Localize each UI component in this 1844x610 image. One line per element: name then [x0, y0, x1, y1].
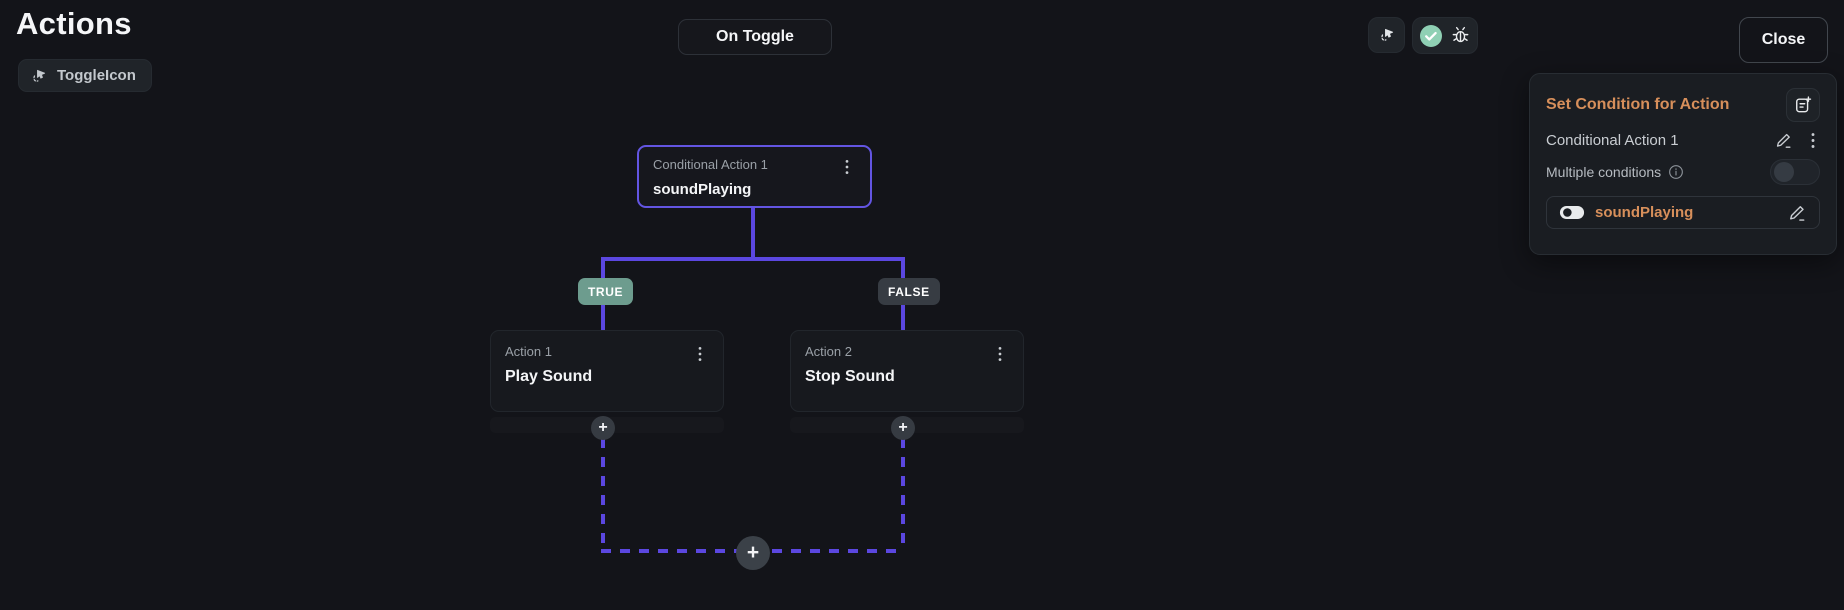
add-action-button-false[interactable]: +: [891, 416, 915, 440]
success-status-icon[interactable]: [1419, 24, 1443, 48]
add-action-button-true[interactable]: +: [591, 416, 615, 440]
node-subtitle: Stop Sound: [805, 368, 895, 385]
multiple-conditions-label: Multiple conditions: [1546, 164, 1662, 180]
multiple-conditions-toggle[interactable]: [1770, 159, 1820, 185]
pointer-mode-button[interactable]: [1368, 17, 1405, 53]
node-title: Conditional Action 1: [653, 157, 768, 172]
bug-icon[interactable]: [1450, 25, 1471, 46]
toggle-knob: [1774, 162, 1794, 182]
action-node-2[interactable]: Action 2 Stop Sound: [790, 330, 1024, 412]
toggle-icon-label: ToggleIcon: [57, 67, 136, 84]
condition-chip-label: soundPlaying: [1595, 204, 1694, 221]
condition-chip[interactable]: soundPlaying: [1546, 196, 1820, 229]
node-menu-button[interactable]: [691, 344, 709, 364]
node-menu-button[interactable]: [991, 344, 1009, 364]
node-subtitle: soundPlaying: [653, 181, 752, 198]
condition-name-label: Conditional Action 1: [1546, 132, 1679, 149]
on-toggle-button[interactable]: On Toggle: [678, 19, 832, 55]
page-title: Actions: [16, 6, 132, 41]
edit-chip-icon[interactable]: [1787, 203, 1807, 223]
add-note-button[interactable]: [1786, 88, 1820, 122]
status-toolbar: [1412, 17, 1478, 54]
connector-root: [751, 207, 755, 259]
connector-merge-left: [601, 438, 605, 550]
panel-title: Set Condition for Action: [1546, 96, 1730, 113]
node-subtitle: Play Sound: [505, 368, 593, 385]
node-menu-button[interactable]: [838, 157, 856, 177]
condition-menu-icon[interactable]: [1806, 132, 1820, 149]
merge-add-button[interactable]: +: [736, 536, 770, 570]
connector-merge-right: [901, 438, 905, 550]
edit-condition-icon[interactable]: [1774, 131, 1793, 150]
false-badge: FALSE: [878, 278, 940, 305]
action-node-1[interactable]: Action 1 Play Sound: [490, 330, 724, 412]
true-badge: TRUE: [578, 278, 634, 305]
toggle-on-icon: [1559, 205, 1585, 220]
pointer-path-icon: [30, 67, 48, 85]
pointer-path-icon: [1378, 26, 1396, 44]
condition-panel: Set Condition for Action Conditional Act…: [1529, 73, 1837, 255]
toggle-icon-button[interactable]: ToggleIcon: [18, 59, 152, 92]
info-icon: [1668, 164, 1684, 180]
close-button[interactable]: Close: [1739, 17, 1828, 63]
node-title: Action 1: [505, 344, 552, 359]
node-title: Action 2: [805, 344, 852, 359]
conditional-action-node[interactable]: Conditional Action 1 soundPlaying: [637, 145, 872, 208]
connector-branch: [601, 257, 905, 261]
